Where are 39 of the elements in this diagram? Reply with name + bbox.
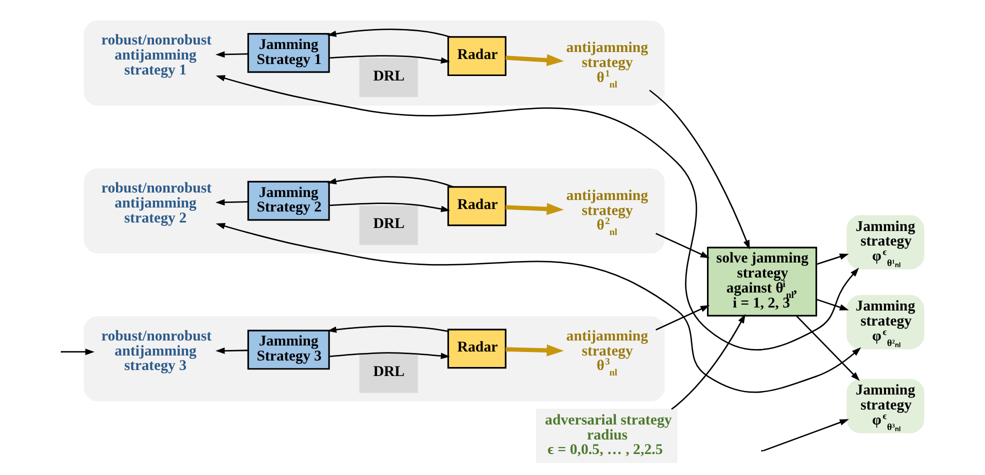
arrow (816, 254, 849, 266)
arrow (327, 28, 450, 38)
node-box: DRL (359, 58, 418, 98)
arrow (216, 223, 862, 393)
node-box: adversarial strategy radius ϵ = 0,0.5, … , 2,2.5 (536, 408, 678, 464)
arrow (329, 352, 450, 360)
arrow (327, 176, 454, 188)
arrow (327, 326, 448, 333)
node-box: DRL (359, 206, 418, 245)
arrow (762, 419, 849, 452)
node-text: robust/nonrobust antijamming strategy 3 (101, 328, 212, 374)
arrow (649, 90, 750, 250)
arrow (671, 314, 746, 410)
arrow (656, 305, 710, 330)
arrow (62, 348, 94, 356)
cluster (84, 168, 665, 254)
node-box: DRL (359, 353, 418, 393)
arrow (656, 232, 710, 258)
arrow (329, 55, 450, 64)
arrow (506, 54, 564, 66)
node-box: Jamming Strategy 3 (247, 330, 330, 370)
node-box: Radar (447, 328, 506, 369)
node-box: Jamming Strategy 2 (247, 180, 330, 221)
arrow (816, 298, 849, 310)
node-box: Radar (447, 36, 506, 76)
node-text: robust/nonrobust antijamming strategy 2 (101, 180, 212, 226)
arrow (216, 348, 248, 354)
arrow (216, 199, 248, 206)
arrow (796, 316, 860, 381)
cluster (84, 20, 665, 106)
arrow (506, 344, 564, 356)
node-box: Radar (447, 186, 506, 226)
arrow (216, 75, 860, 350)
node-box: Jamming Strategy 1 (247, 32, 330, 73)
node-box: solve jamming strategy against θ$^{i}$$_{nl}$, i = 1, 2, 3 (706, 246, 818, 316)
arrow (506, 203, 564, 215)
node-text: robust/nonrobust antijamming strategy 1 (101, 32, 212, 78)
arrow (216, 51, 248, 58)
arrow (329, 202, 450, 212)
